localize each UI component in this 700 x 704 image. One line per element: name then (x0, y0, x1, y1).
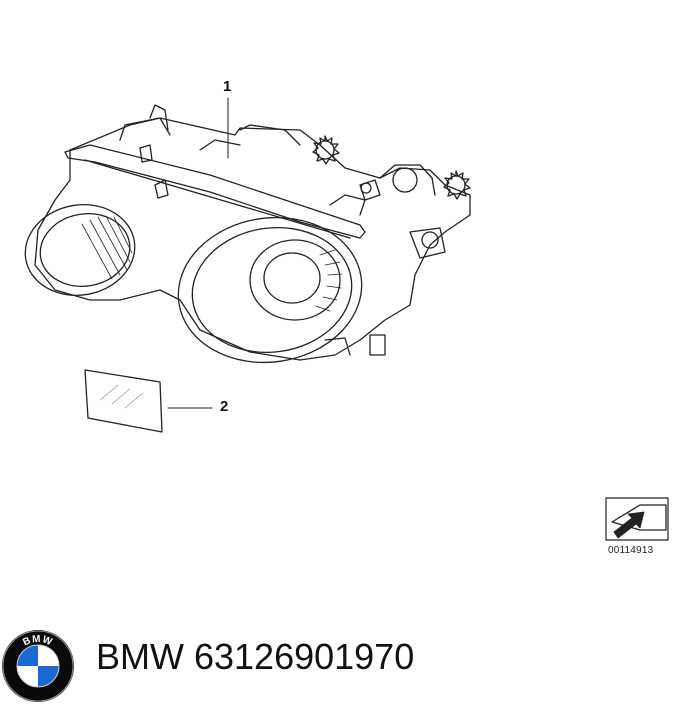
svg-text:BMW: BMW (21, 634, 54, 649)
callout-number-2: 2 (220, 398, 229, 415)
callout-number-1: 1 (223, 78, 232, 95)
headlight-assembly (24, 97, 471, 364)
protective-film (84, 369, 213, 433)
part-number-text: BMW 63126901970 (96, 636, 415, 677)
reference-symbol (605, 497, 669, 541)
reference-code: 00114913 (608, 545, 654, 556)
adjuster-gear-icon (443, 170, 471, 200)
adjuster-gear-icon (312, 135, 340, 165)
bmw-logo-icon: BMW (2, 630, 74, 702)
